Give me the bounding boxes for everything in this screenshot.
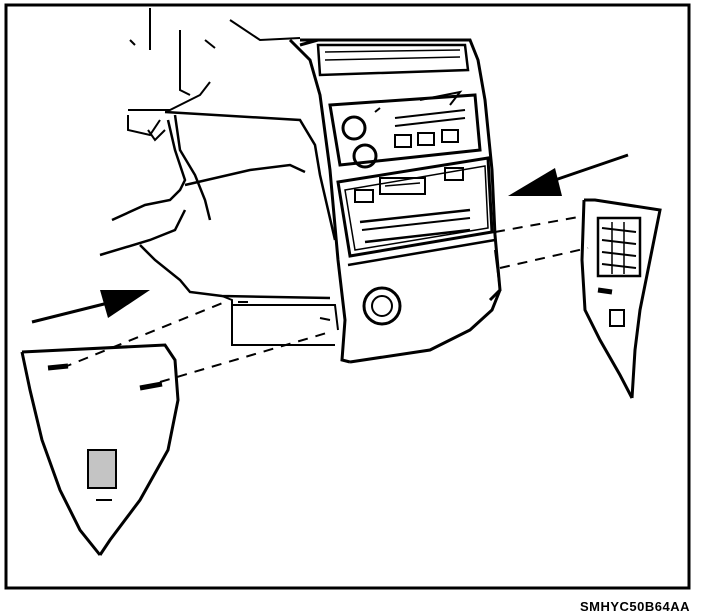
- left-console-side-cover: [20, 343, 180, 556]
- install-arrow-right: [508, 153, 629, 196]
- figure-border: [4, 3, 691, 590]
- figure-caption: SMHYC50B64AA: [579, 599, 690, 614]
- mounting-bracket: [221, 295, 339, 346]
- install-arrow-left: [31, 290, 150, 324]
- dashboard-background: [127, 8, 301, 142]
- center-console-panel: [288, 38, 502, 364]
- lower-dash-body: [99, 110, 337, 300]
- right-console-side-cover: [580, 198, 662, 399]
- alignment-guides: [61, 215, 589, 383]
